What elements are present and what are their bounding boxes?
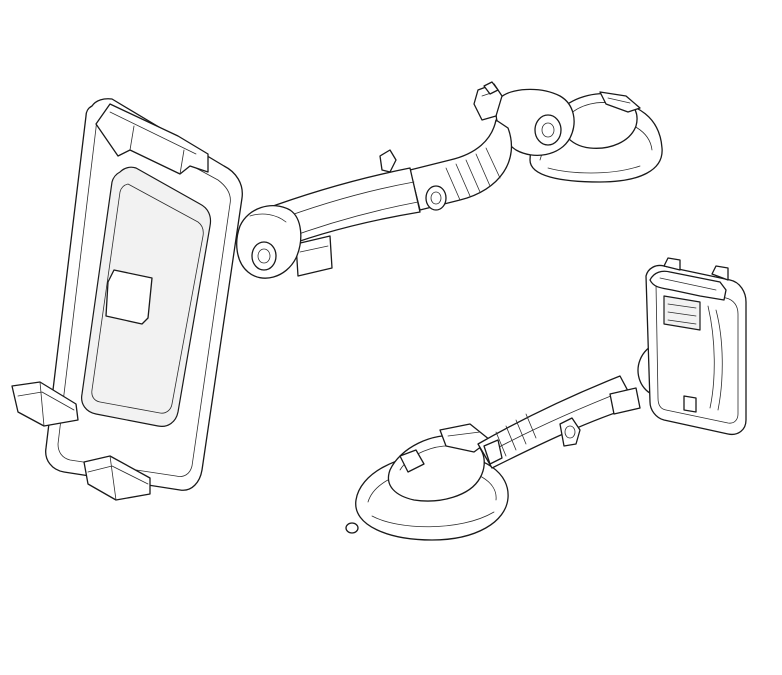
tablet-cradle-rear bbox=[645, 257, 747, 436]
front-view-mount bbox=[11, 81, 663, 501]
tablet-cradle-front bbox=[11, 98, 243, 501]
arm-rear-segment bbox=[477, 375, 641, 469]
arm-upper-segment bbox=[409, 119, 513, 211]
rear-view-mount bbox=[345, 257, 747, 541]
suction-cup-bottom bbox=[345, 423, 509, 541]
tablet-ball-joint bbox=[236, 205, 302, 279]
